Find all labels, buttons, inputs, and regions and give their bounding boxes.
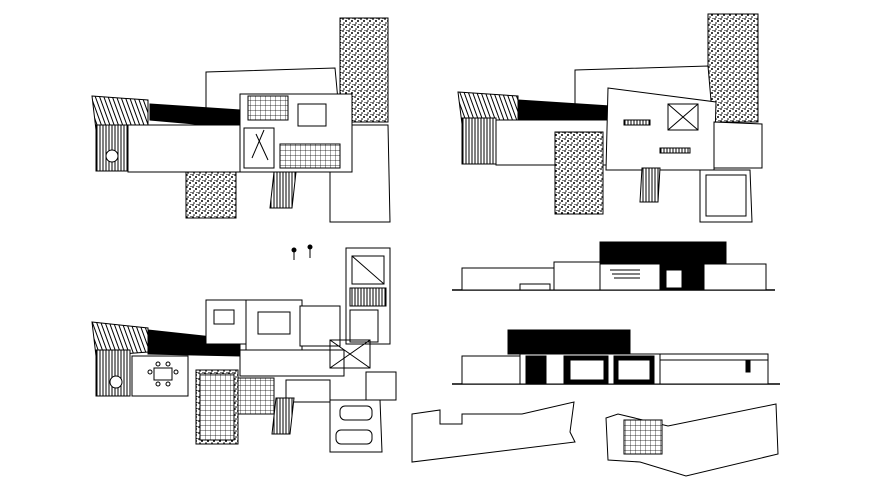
upper-block-dark-rear [507, 329, 631, 355]
upper-block-dark [599, 241, 727, 265]
roof-plan-upper-right [457, 13, 763, 223]
bedroom-left [205, 299, 247, 345]
stair-steps [269, 171, 297, 209]
roof-plan-upper-left [91, 17, 391, 223]
car-bottom [335, 429, 373, 445]
garage [329, 399, 383, 453]
site-outline-right [605, 403, 779, 477]
person-figure [291, 247, 297, 253]
terrace-right [329, 124, 391, 223]
main-slab [127, 124, 241, 173]
main-roof-slab-r [605, 87, 717, 171]
rear-elevation [452, 329, 780, 385]
gravel-roof-lower-r [554, 131, 604, 215]
site-outline-left [411, 401, 576, 463]
living-room [245, 299, 303, 351]
deck-planks [95, 124, 129, 172]
floor-plan-furnished [91, 244, 397, 453]
car-top [339, 405, 373, 421]
front-elevation [452, 241, 775, 291]
dining-area [131, 355, 189, 397]
planter-circle [105, 149, 119, 163]
